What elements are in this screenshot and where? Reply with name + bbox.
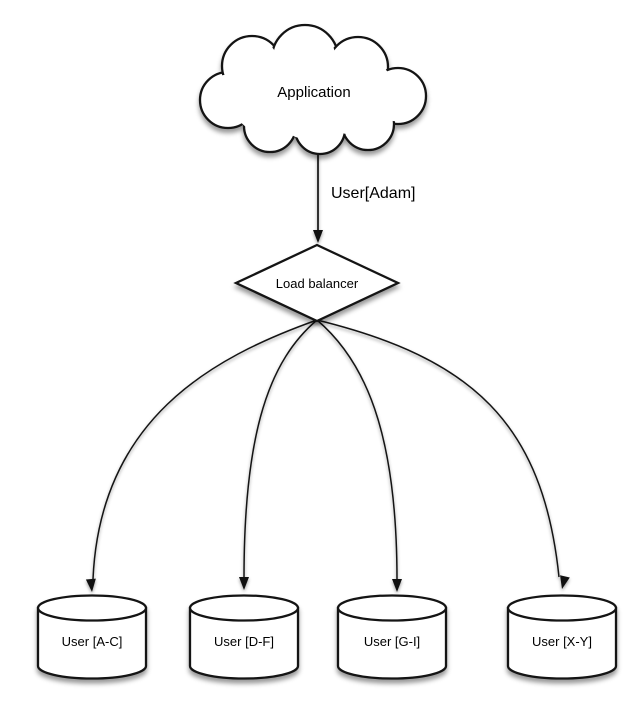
cylinder-top <box>336 594 448 622</box>
arrowhead-icon <box>392 579 402 592</box>
edge-lb-to-shard-2 <box>239 319 318 590</box>
diamond-shape <box>233 243 401 323</box>
db-cylinder-shard-3: User [G-I] <box>336 594 448 680</box>
edge-curve <box>316 319 398 581</box>
db-cylinder-shard-1: User [A-C] <box>36 594 148 680</box>
db-cylinder-shard-2: User [D-F] <box>188 594 300 680</box>
cylinder-top <box>36 594 148 622</box>
application-cloud: Application <box>198 23 428 156</box>
shard-label: User [D-F] <box>214 634 274 649</box>
cylinder-body <box>188 606 300 680</box>
edge-curve <box>316 319 560 578</box>
edge-lb-to-shard-4 <box>316 319 570 589</box>
application-label: Application <box>277 84 350 101</box>
cloud-interior <box>202 27 424 152</box>
cylinder-body <box>506 606 618 680</box>
arrowhead-icon <box>239 577 249 590</box>
cylinder-body <box>36 606 148 680</box>
edge-lb-to-shard-3 <box>316 319 402 592</box>
db-cylinder-shard-4: User [X-Y] <box>506 594 618 680</box>
load-balancer-label: Load balancer <box>276 276 359 291</box>
arrowhead-icon <box>313 230 323 243</box>
edge-lb-to-shard-1 <box>85 319 318 592</box>
shard-label: User [A-C] <box>62 634 123 649</box>
arrowhead-icon <box>560 575 570 589</box>
cylinder-body <box>336 606 448 680</box>
edge-curve <box>243 319 318 579</box>
shard-label: User [G-I] <box>364 634 420 649</box>
cylinder-top <box>188 594 300 622</box>
cylinder-top <box>506 594 618 622</box>
arrowhead-icon <box>85 578 96 592</box>
shard-label: User [X-Y] <box>532 634 592 649</box>
load-balancer-diamond: Load balancer <box>233 243 401 323</box>
edge-label-user-adam: User[Adam] <box>331 185 415 202</box>
edge-curve <box>92 319 318 580</box>
edge-app-to-load-balancer <box>313 140 323 243</box>
